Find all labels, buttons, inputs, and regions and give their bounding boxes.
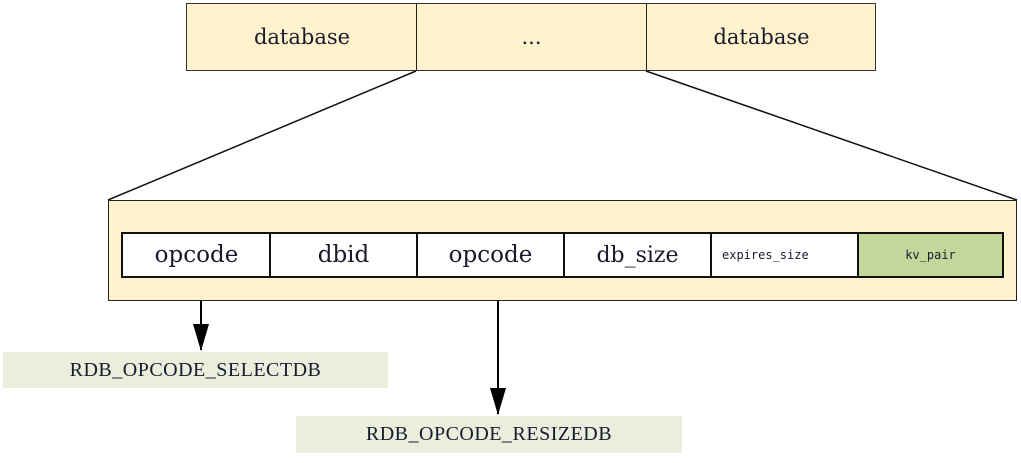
field-dbid: dbid xyxy=(269,234,416,276)
field-label: db_size xyxy=(596,242,679,268)
field-label: dbid xyxy=(317,242,370,268)
field-kv-pair: kv_pair xyxy=(857,234,1002,276)
field-opcode-selectdb: opcode xyxy=(123,234,270,276)
field-expires-size: expires_size xyxy=(710,234,857,276)
arrowhead-resizedb-icon xyxy=(490,388,506,415)
annotation-label: RDB_OPCODE_SELECTDB xyxy=(69,358,322,381)
field-db-size: db_size xyxy=(563,234,710,276)
ellipsis-cell-label: ... xyxy=(521,25,542,49)
field-label: opcode xyxy=(448,242,533,268)
arrowhead-selectdb-icon xyxy=(193,324,209,351)
annotation-selectdb: RDB_OPCODE_SELECTDB xyxy=(3,352,388,388)
field-label: expires_size xyxy=(722,248,809,262)
database-cell: database xyxy=(646,4,876,70)
ellipsis-cell: ... xyxy=(416,4,646,70)
database-array: database ... database xyxy=(186,3,876,71)
database-field-row: opcode dbid opcode db_size expires_size … xyxy=(121,232,1004,278)
field-label: kv_pair xyxy=(905,248,956,262)
database-cell: database xyxy=(187,4,417,70)
zoom-line-left xyxy=(107,70,417,201)
database-cell-label: database xyxy=(253,25,351,49)
field-opcode-resizedb: opcode xyxy=(416,234,563,276)
annotation-resizedb: RDB_OPCODE_RESIZEDB xyxy=(296,416,682,453)
annotation-label: RDB_OPCODE_RESIZEDB xyxy=(365,423,613,445)
zoom-line-right xyxy=(645,70,1018,201)
field-label: opcode xyxy=(154,242,239,268)
database-cell-label: database xyxy=(713,25,810,49)
